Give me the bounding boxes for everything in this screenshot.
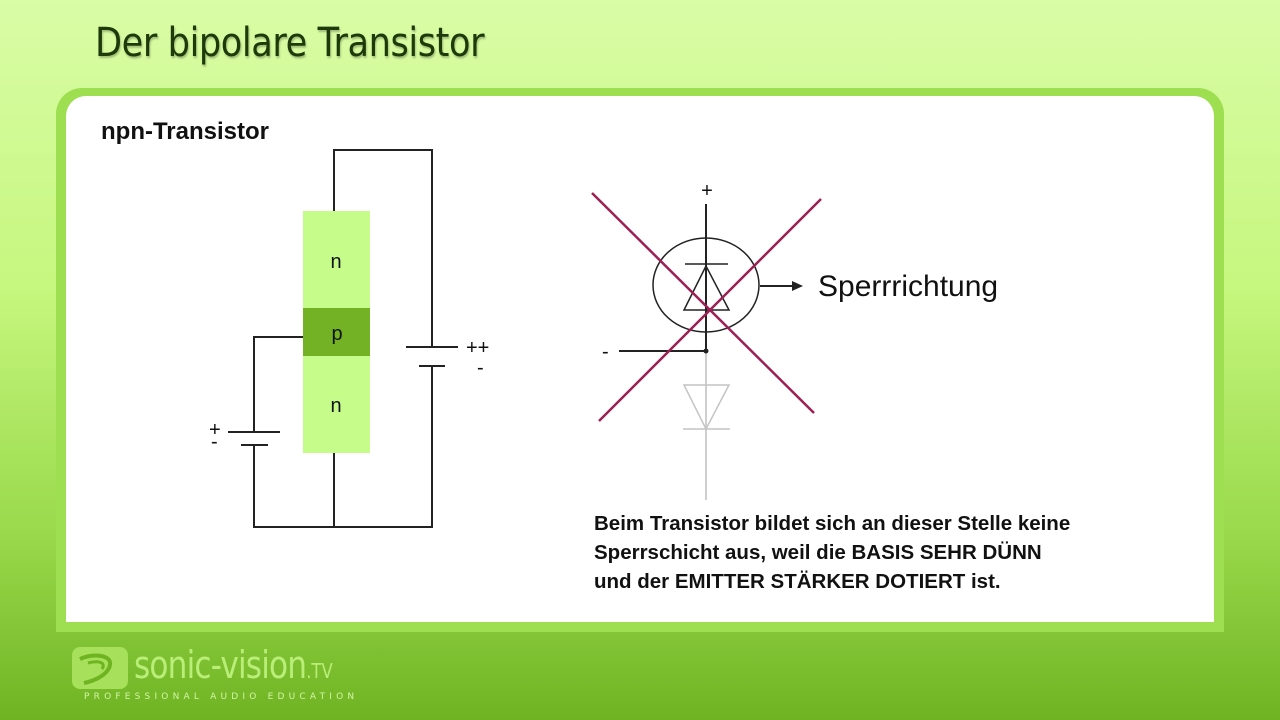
base-wire	[253, 336, 304, 431]
emitter-layer-label: n	[330, 395, 341, 417]
base-layer-p	[303, 308, 370, 356]
base-battery-plus: +	[209, 419, 221, 441]
side-terminal-minus: -	[602, 341, 609, 363]
cross-line-1	[591, 192, 815, 414]
collector-layer-n	[303, 211, 370, 308]
sonic-vision-logo: sonic-vision.TV PROFESSIONAL AUDIO EDUCA…	[72, 643, 362, 705]
highlight-circle	[652, 237, 760, 333]
swoosh-icon	[79, 653, 113, 685]
base-return-wire	[253, 445, 334, 528]
cross-line-2	[598, 198, 822, 422]
npn-circuit	[228, 149, 458, 528]
collector-return-wire	[334, 366, 433, 528]
diode-icon	[682, 264, 731, 311]
explanation-line-2: Sperrschicht aus, weil die BASIS SEHR DÜ…	[594, 541, 1042, 564]
logo-swoosh-icon	[72, 647, 128, 689]
explanation-text: Beim Transistor bildet sich an dieser St…	[594, 509, 1194, 596]
logo-wordmark: sonic-vision.TV	[134, 643, 333, 687]
npn-transistor-heading: npn-Transistor	[101, 118, 270, 145]
logo-brand: sonic-vision	[134, 643, 307, 687]
diode-model	[591, 192, 822, 500]
logo-tld: .TV	[306, 659, 333, 683]
collector-battery-minus: -	[477, 357, 484, 379]
content-panel	[66, 96, 1214, 622]
collector-wire	[333, 149, 433, 346]
explanation-line-3: und der EMITTER STÄRKER DOTIERT ist.	[594, 570, 1001, 593]
junction-dot	[703, 348, 709, 354]
explanation-line-1: Beim Transistor bildet sich an dieser St…	[594, 512, 1071, 535]
arrow-right-icon	[792, 281, 803, 291]
emitter-layer-n	[303, 356, 370, 453]
slide-title: Der bipolare Transistor	[95, 20, 485, 66]
base-battery-minus: -	[211, 431, 218, 453]
collector-layer-label: n	[330, 251, 341, 273]
collector-battery-plus: ++	[466, 337, 489, 359]
base-layer-label: p	[331, 323, 342, 345]
sperrrichtung-label: Sperrrichtung	[818, 270, 999, 303]
top-terminal-plus: +	[701, 180, 713, 202]
faded-diode-icon	[682, 384, 731, 431]
logo-tagline: PROFESSIONAL AUDIO EDUCATION	[84, 692, 359, 702]
